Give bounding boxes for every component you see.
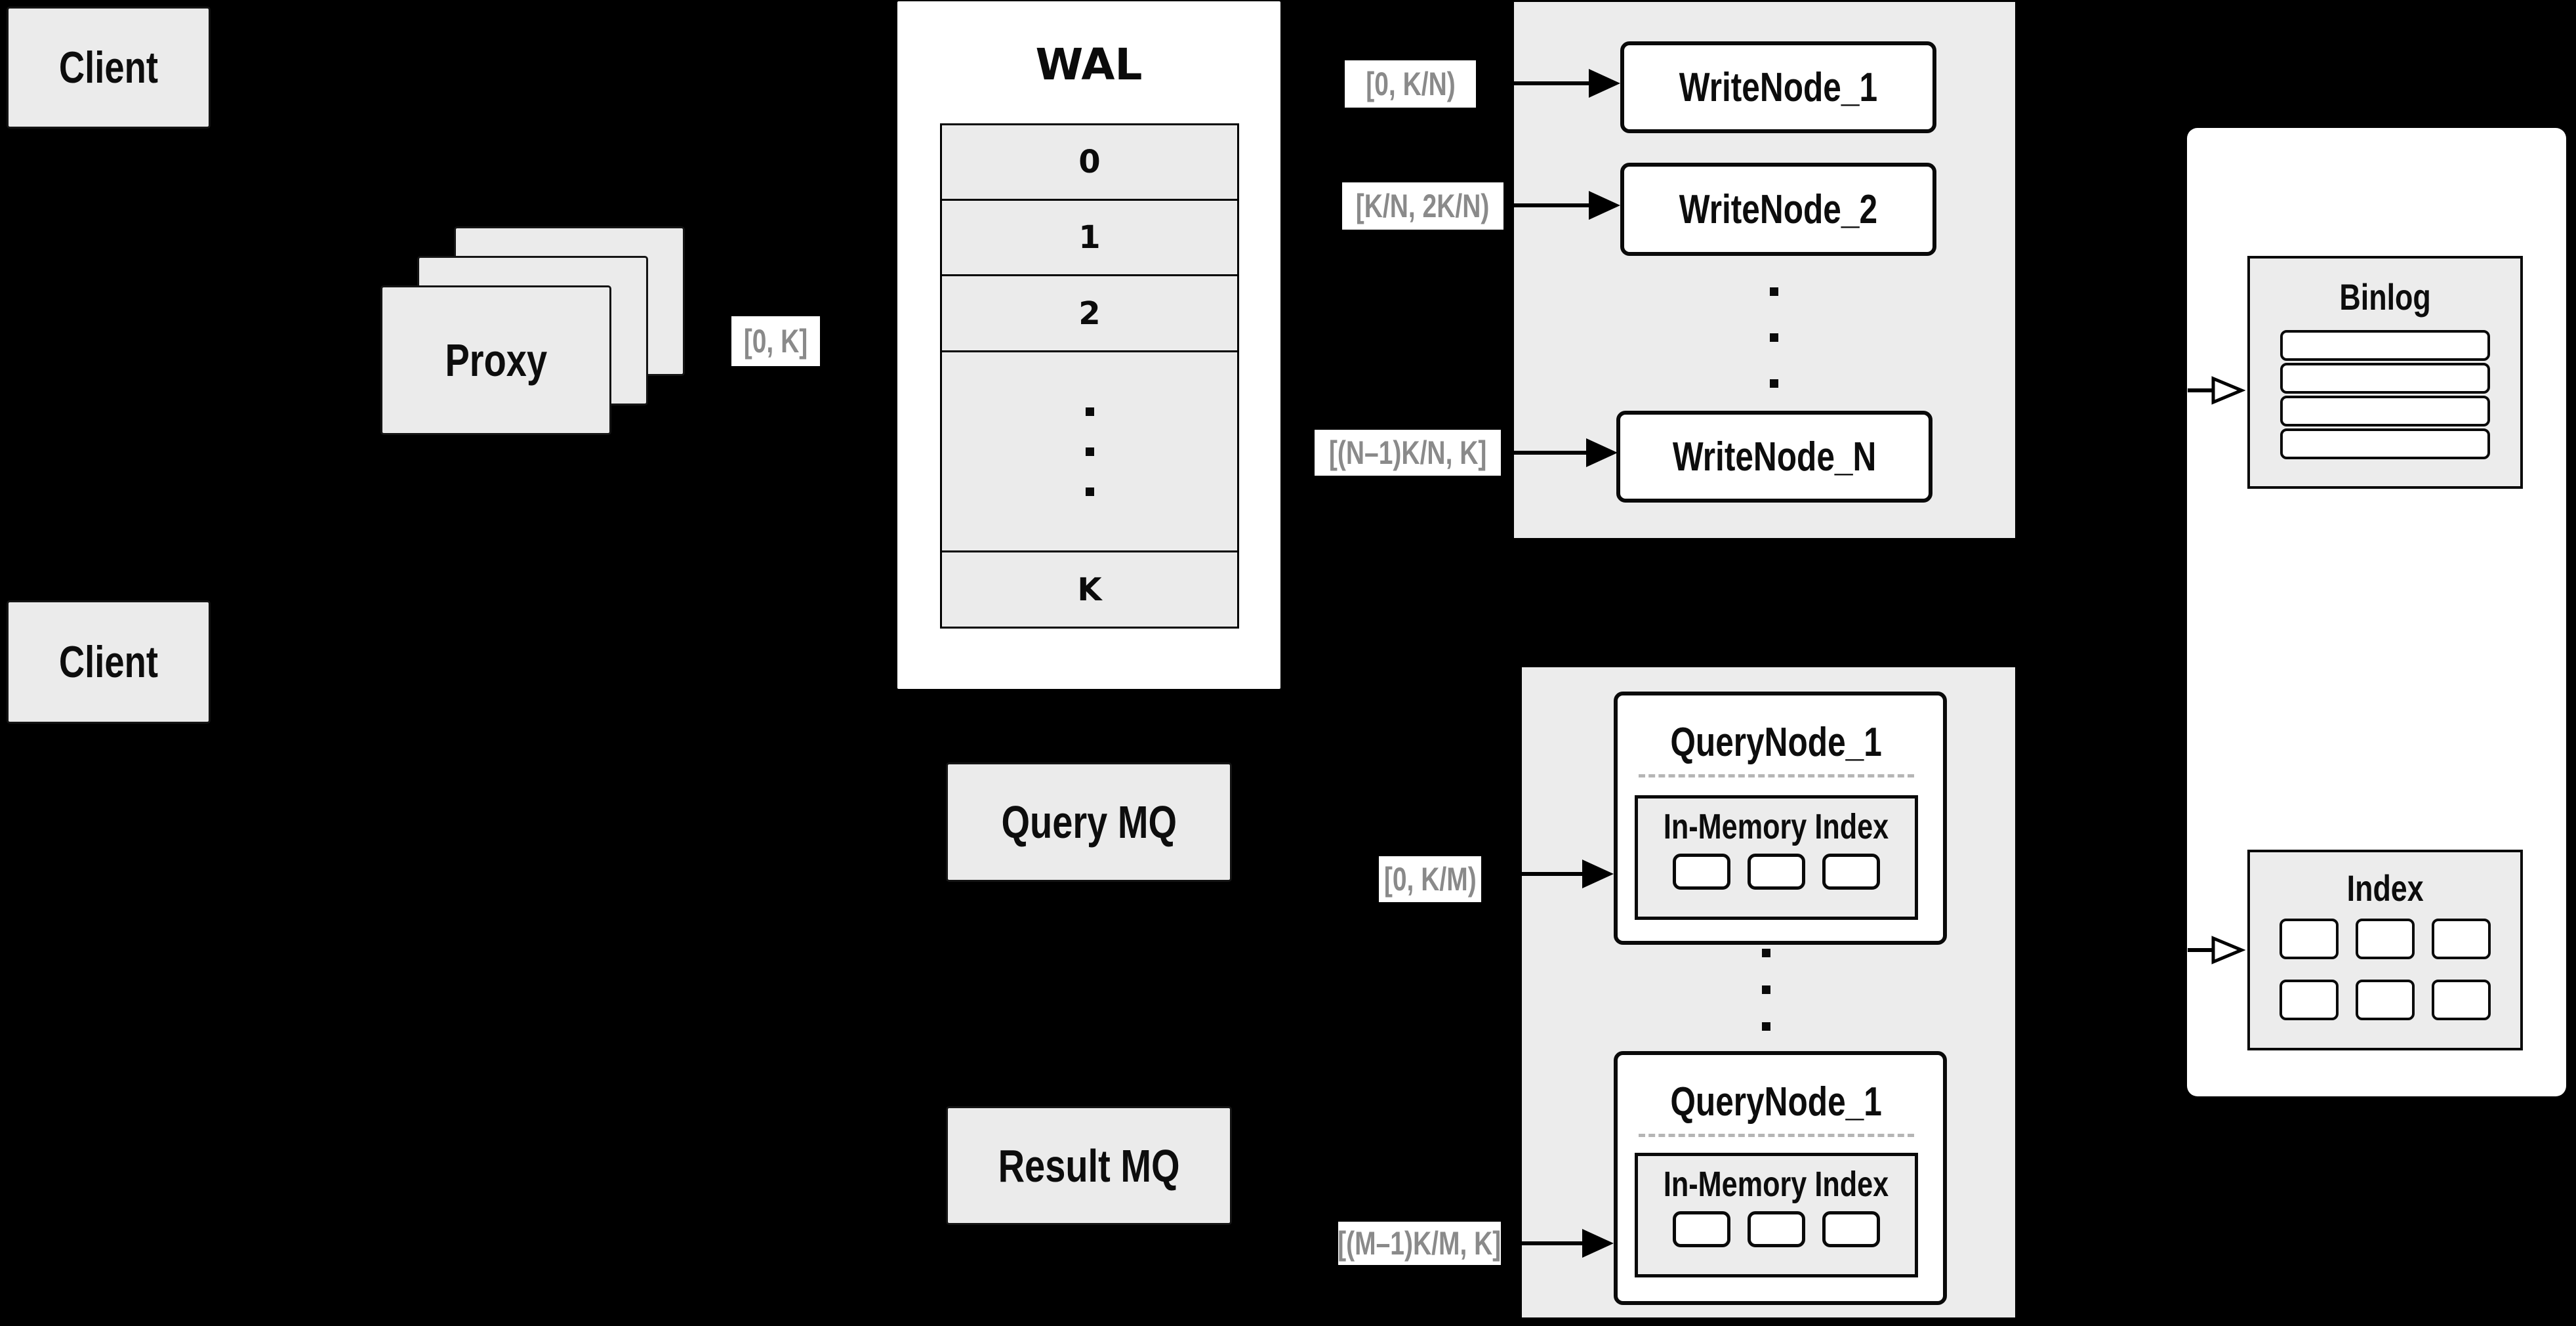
- index-segment-cell: [1748, 1211, 1805, 1247]
- client-node-top: Client: [7, 7, 211, 129]
- range-label-querynode-m-text: [(M–1)K/M, K]: [1338, 1225, 1502, 1262]
- index-cell: [2356, 919, 2415, 959]
- client-node-bottom: Client: [7, 600, 211, 724]
- write-node-ellipsis-dots: [1770, 287, 1778, 388]
- range-label-writenode-1-text: [0, K/N): [1365, 66, 1456, 102]
- range-label-querynode-1: [0, K/M): [1379, 856, 1481, 902]
- arrow-to-writenode-1-icon: [1514, 69, 1620, 98]
- index-cell: [2280, 919, 2339, 959]
- proxy-node: Proxy: [380, 285, 611, 435]
- result-mq-node: Result MQ: [946, 1106, 1232, 1225]
- result-mq-label: Result MQ: [998, 1140, 1180, 1191]
- index-cells: [2280, 919, 2491, 1020]
- client-bottom-label: Client: [58, 637, 159, 687]
- index-segment-cell: [1822, 1211, 1880, 1247]
- query-node-bottom-title: QueryNode_1: [1670, 1079, 1883, 1125]
- query-mq-label: Query MQ: [1001, 797, 1177, 848]
- wal-table: 0 1 2 K: [940, 123, 1239, 629]
- binlog-row: [2280, 396, 2490, 426]
- in-memory-index-top-label: In-Memory Index: [1664, 807, 1889, 846]
- range-label-querynode-m: [(M–1)K/M, K]: [1338, 1222, 1502, 1265]
- client-top-label: Client: [58, 43, 159, 93]
- index-cell: [2356, 980, 2415, 1020]
- write-node-2: WriteNode_2: [1620, 163, 1936, 256]
- query-node-bottom-divider: [1639, 1134, 1914, 1137]
- wal-row-1: 1: [942, 199, 1237, 274]
- range-label-writenode-n-text: [(N–1)K/N, K]: [1328, 434, 1487, 471]
- index-segment-cell: [1673, 854, 1730, 890]
- wal-row-ellipsis: [942, 350, 1237, 550]
- range-label-proxy-to-wal: [0, K]: [731, 316, 820, 366]
- arrow-to-index-icon: [2188, 936, 2245, 964]
- index-cell: [2432, 980, 2491, 1020]
- binlog-rows: [2280, 330, 2490, 461]
- arrow-to-binlog-icon: [2188, 376, 2245, 405]
- query-mq-node: Query MQ: [946, 762, 1232, 882]
- arrow-to-writenode-2-icon: [1514, 191, 1620, 220]
- range-label-writenode-2-text: [K/N, 2K/N): [1356, 188, 1490, 224]
- index-segment-cell: [1673, 1211, 1730, 1247]
- wal-title: WAL: [1035, 39, 1143, 90]
- write-node-1: WriteNode_1: [1620, 41, 1936, 133]
- proxy-label: Proxy: [445, 335, 547, 386]
- binlog-row: [2280, 428, 2490, 459]
- range-label-querynode-1-text: [0, K/M): [1383, 861, 1477, 898]
- range-label-writenode-1: [0, K/N): [1345, 60, 1476, 108]
- write-node-n: WriteNode_N: [1616, 411, 1932, 503]
- index-cell: [2432, 919, 2491, 959]
- index-cell: [2280, 980, 2339, 1020]
- wal-row-k: K: [942, 550, 1237, 627]
- wal-row-0: 0: [1078, 144, 1101, 180]
- in-memory-index-top: In-Memory Index: [1635, 795, 1918, 920]
- binlog-title: Binlog: [2339, 276, 2431, 318]
- binlog-box: Binlog: [2247, 256, 2523, 489]
- arrow-to-querynode-bottom-icon: [1522, 1229, 1614, 1258]
- binlog-row: [2280, 363, 2490, 394]
- write-node-1-label: WriteNode_1: [1679, 64, 1878, 110]
- in-memory-index-bottom-label: In-Memory Index: [1664, 1165, 1889, 1204]
- arrow-to-querynode-top-icon: [1522, 860, 1614, 888]
- range-label-proxy-to-wal-text: [0, K]: [743, 323, 808, 360]
- index-title: Index: [2346, 867, 2424, 909]
- write-node-2-label: WriteNode_2: [1679, 186, 1878, 232]
- query-node-top-divider: [1639, 774, 1914, 777]
- wal-row-2: 2: [942, 274, 1237, 350]
- index-box: Index: [2247, 850, 2523, 1050]
- in-memory-index-bottom-cells: [1673, 1211, 1880, 1247]
- binlog-row: [2280, 330, 2490, 361]
- index-segment-cell: [1822, 854, 1880, 890]
- query-node-top-title: QueryNode_1: [1670, 720, 1883, 765]
- arrow-to-writenode-n-icon: [1514, 438, 1618, 467]
- in-memory-index-top-cells: [1673, 854, 1880, 890]
- range-label-writenode-2: [K/N, 2K/N): [1342, 182, 1503, 230]
- wal-ellipsis-dots: [1085, 407, 1094, 496]
- in-memory-index-bottom: In-Memory Index: [1635, 1153, 1918, 1277]
- write-node-n-label: WriteNode_N: [1672, 434, 1877, 480]
- index-segment-cell: [1748, 854, 1805, 890]
- query-node-ellipsis-dots: [1762, 949, 1770, 1031]
- range-label-writenode-n: [(N–1)K/N, K]: [1315, 430, 1501, 476]
